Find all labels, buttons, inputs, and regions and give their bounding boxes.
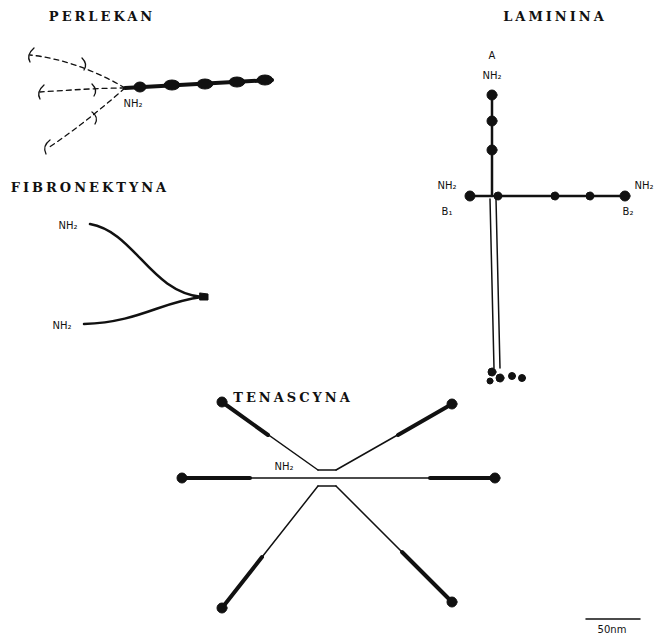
molecule-title: PERLEKAN: [49, 10, 155, 23]
chain-label: B₁: [441, 207, 454, 217]
laminin-molecule: [465, 90, 630, 384]
terminus-label: NH₂: [436, 181, 457, 191]
tenascin-molecule: [177, 397, 500, 613]
terminus-label: NH₂: [481, 71, 502, 81]
fibronectin-molecule: [84, 224, 208, 324]
molecule-title: LAMININA: [503, 10, 607, 23]
terminus-label: NH₂: [51, 321, 72, 331]
terminus-label: NH₂: [633, 181, 654, 191]
perlecan-molecule: [29, 48, 273, 154]
molecule-title: FIBRONEKTYNA: [11, 181, 169, 194]
chain-label: B₂: [622, 207, 635, 217]
molecule-title: TENASCYNA: [233, 391, 353, 404]
scale-label: 50nm: [597, 625, 628, 635]
chain-label: A: [488, 51, 497, 61]
scale-bar: [586, 618, 640, 620]
terminus-label: NH₂: [273, 462, 294, 472]
terminus-label: NH₂: [122, 99, 143, 109]
terminus-label: NH₂: [57, 221, 78, 231]
